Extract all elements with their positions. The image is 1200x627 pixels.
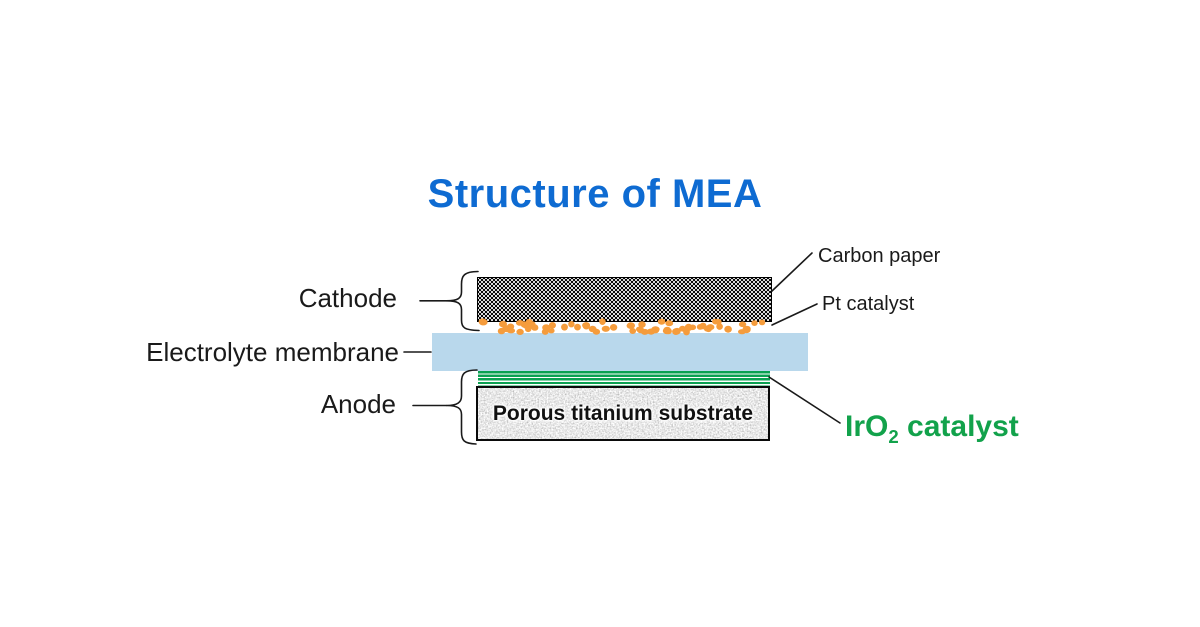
label-cathode: Cathode: [298, 283, 397, 313]
iro2-catalyst-layer: [478, 371, 770, 386]
label-carbon-paper: Carbon paper: [818, 245, 941, 267]
anode-brace: [446, 369, 478, 445]
iro2-suffix: catalyst: [898, 410, 1019, 443]
iro2-subscript: 2: [888, 426, 899, 447]
porous-titanium-substrate-layer: Porous titanium substrate: [476, 386, 770, 441]
cathode-brace: [446, 270, 480, 332]
iro2-leader-line: [768, 376, 841, 424]
label-iro2-catalyst: IrO2 catalyst: [845, 410, 1019, 448]
substrate-label: Porous titanium substrate: [492, 401, 754, 425]
substrate-noise-texture: [478, 388, 768, 439]
page-title: Structure of MEA: [427, 172, 763, 216]
iro2-prefix: IrO: [845, 410, 889, 443]
electrolyte-membrane-layer: [432, 333, 808, 371]
carbon-paper-leader-line: [771, 252, 813, 292]
label-anode: Anode: [320, 389, 396, 419]
label-pt-catalyst: Pt catalyst: [822, 293, 915, 315]
carbon-paper-layer: [477, 277, 772, 322]
pt-catalyst-leader-line: [771, 303, 818, 326]
label-electrolyte-membrane: Electrolyte membrane: [146, 337, 399, 367]
